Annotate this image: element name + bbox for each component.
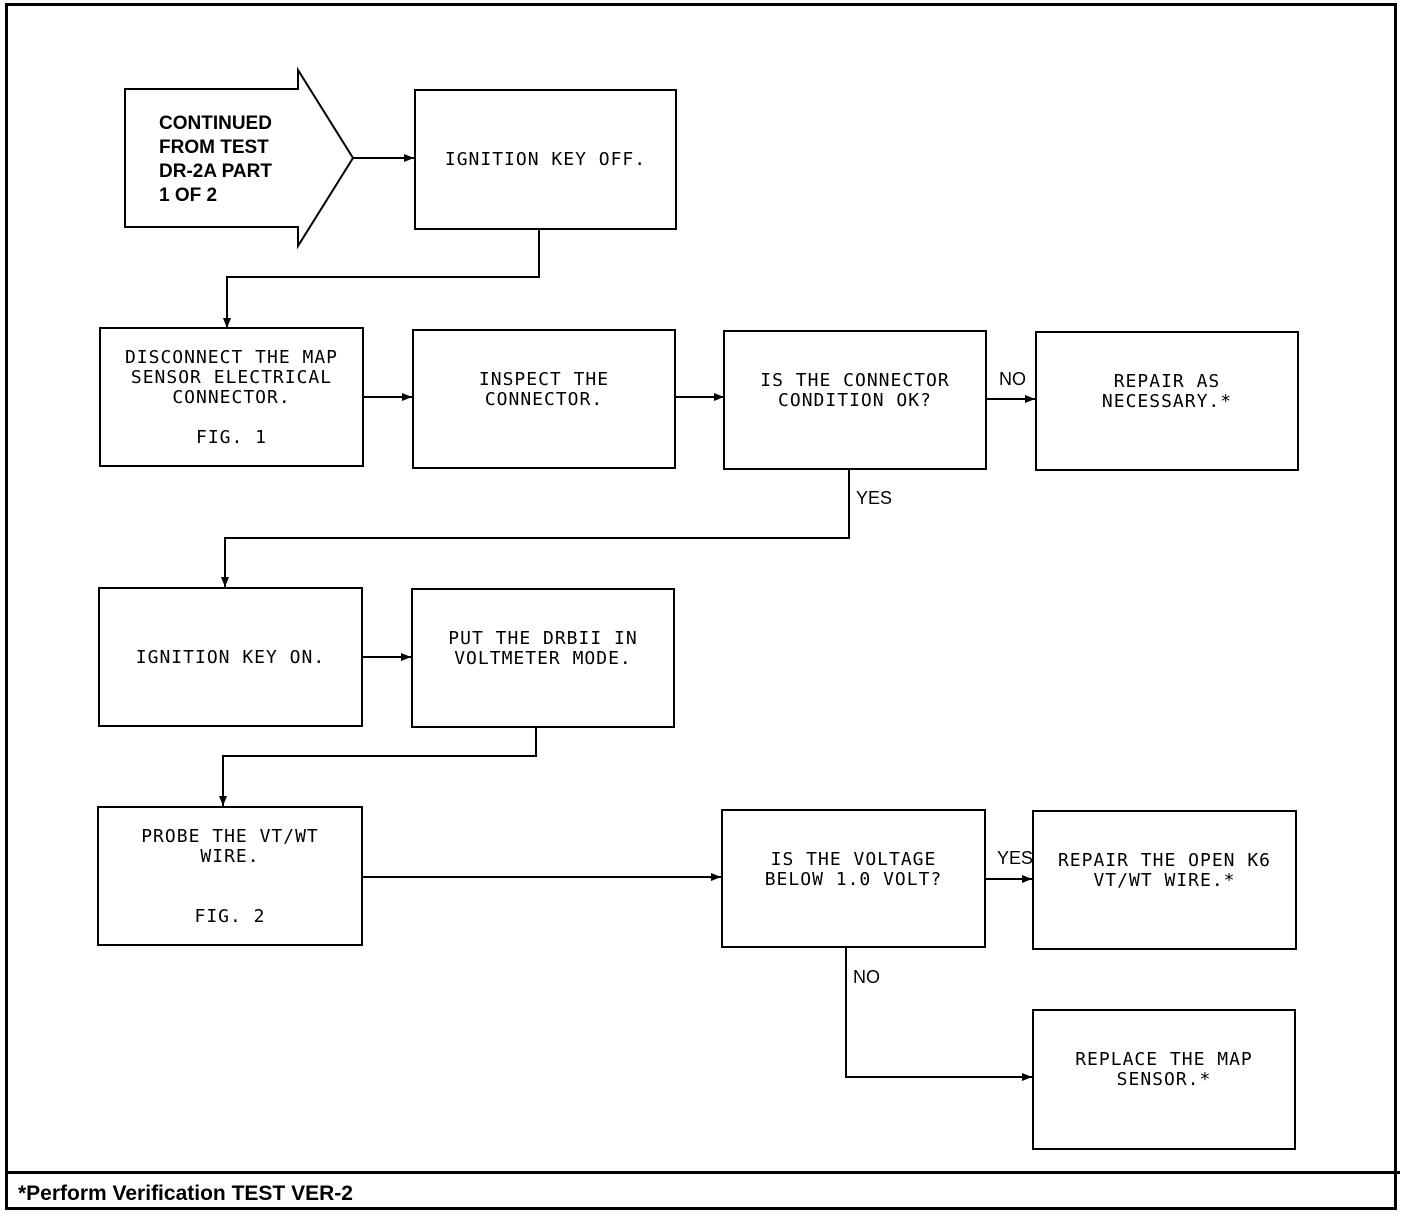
step-probe-text: PROBE THE VT/WT WIRE.: [141, 826, 319, 867]
decision-connector-ok-text: IS THE CONNECTOR CONDITION OK?: [760, 370, 950, 411]
edge-label-voltage-no: NO: [853, 967, 880, 987]
edge-label-voltage-yes: YES: [997, 848, 1034, 868]
step-replace-text: REPLACE THE MAP SENSOR.*: [1075, 1049, 1253, 1090]
edge-voltage-no: [845, 946, 1032, 1081]
step-ignition-on: IGNITION KEY ON.: [98, 587, 363, 727]
edge-drbii-to-probe: [219, 727, 537, 806]
step-disconnect-text: DISCONNECT THE MAP SENSOR ELECTRICAL CON…: [124, 347, 339, 408]
step-ignition-on-text: IGNITION KEY ON.: [135, 647, 326, 668]
decision-voltage-text: IS THE VOLTAGE BELOW 1.0 VOLT?: [764, 849, 943, 890]
step-repair-open-text: REPAIR THE OPEN K6 VT/WT WIRE.*: [1057, 850, 1272, 891]
start-label: CONTINUED FROM TEST DR-2A PART 1 OF 2: [159, 113, 272, 206]
step-disconnect-fig: FIG. 1: [195, 427, 268, 448]
edge-label-connector-yes: YES: [856, 488, 893, 508]
step-inspect-connector: INSPECT THE CONNECTOR.: [412, 329, 676, 469]
step-drbii-voltmeter: PUT THE DRBII IN VOLTMETER MODE.: [411, 588, 675, 728]
step-probe-fig: FIG. 2: [194, 906, 266, 927]
edge-label-connector-no: NO: [999, 369, 1026, 389]
footer-divider: [5, 1171, 1400, 1174]
step-repair-as-necessary-text: REPAIR AS NECESSARY.*: [1101, 371, 1233, 412]
step-drbii-text: PUT THE DRBII IN VOLTMETER MODE.: [448, 628, 638, 669]
footnote: *Perform Verification TEST VER-2: [18, 1182, 353, 1205]
step-repair-as-necessary: REPAIR AS NECESSARY.*: [1035, 331, 1299, 471]
step-ignition-off: IGNITION KEY OFF.: [414, 89, 677, 230]
start-arrow-shape: [124, 66, 355, 250]
edge-connector-yes: [221, 468, 850, 587]
step-ignition-off-text: IGNITION KEY OFF.: [444, 149, 647, 170]
step-replace-map-sensor: REPLACE THE MAP SENSOR.*: [1032, 1009, 1296, 1150]
decision-connector-ok: IS THE CONNECTOR CONDITION OK?: [723, 330, 987, 470]
step-inspect-text: INSPECT THE CONNECTOR.: [478, 369, 610, 410]
step-probe-wire: PROBE THE VT/WT WIRE. FIG. 2: [97, 806, 363, 946]
step-disconnect-connector: DISCONNECT THE MAP SENSOR ELECTRICAL CON…: [99, 327, 364, 467]
diagram-frame: [5, 3, 1397, 1210]
step-repair-open-wire: REPAIR THE OPEN K6 VT/WT WIRE.*: [1032, 810, 1297, 950]
decision-voltage-below: IS THE VOLTAGE BELOW 1.0 VOLT?: [721, 809, 986, 948]
edge-ignition-off-to-disconnect: [223, 229, 540, 328]
